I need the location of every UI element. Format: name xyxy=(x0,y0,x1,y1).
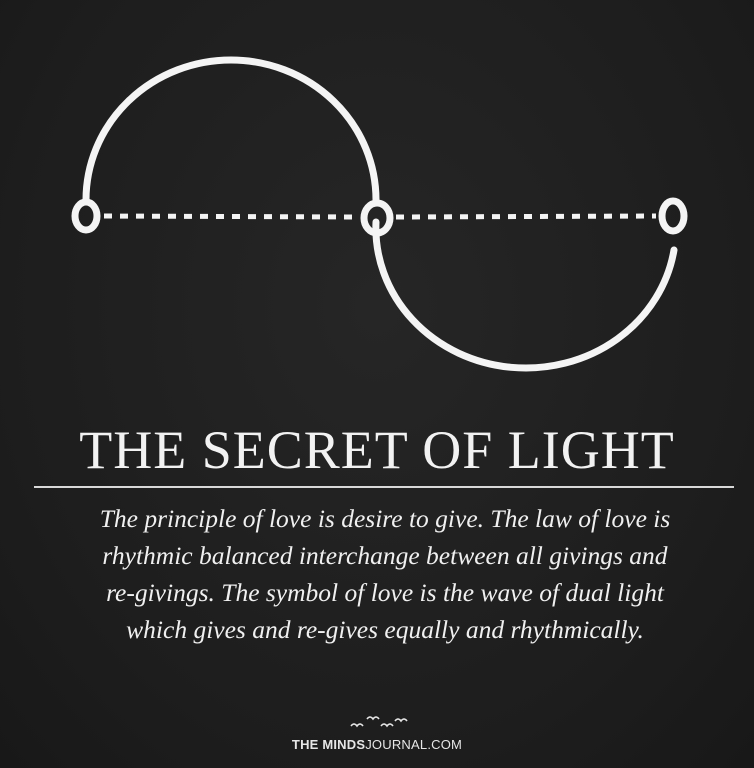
quote-line: rhythmic balanced interchange between al… xyxy=(102,541,668,570)
birds-icon xyxy=(350,716,408,728)
dashed-line-right xyxy=(395,213,657,220)
wave-of-light-symbol xyxy=(71,56,688,372)
brand-the: THE xyxy=(291,737,319,752)
quote-text: The principle of love is desire to give.… xyxy=(30,500,740,648)
dashed-line-left xyxy=(103,213,359,220)
title-divider xyxy=(34,486,734,488)
brand-logo: THE MINDSJOURNAL.COM xyxy=(0,712,754,753)
lower-arc xyxy=(372,218,678,372)
center-node xyxy=(360,199,394,237)
brand-minds: MINDS xyxy=(322,737,366,752)
brand-journal: JOURNAL xyxy=(365,737,428,752)
brand-name: THE MINDSJOURNAL.COM xyxy=(292,737,462,752)
right-node xyxy=(658,197,688,235)
left-node xyxy=(71,198,101,234)
quote-line: The principle of love is desire to give.… xyxy=(99,504,671,533)
brand-com: .COM xyxy=(427,737,463,752)
quote-line: re-givings. The symbol of love is the wa… xyxy=(106,578,664,607)
poster-title: THE SECRET OF LIGHT xyxy=(79,420,675,480)
quote-line: which gives and re-gives equally and rhy… xyxy=(126,615,644,644)
upper-arc xyxy=(82,56,380,204)
